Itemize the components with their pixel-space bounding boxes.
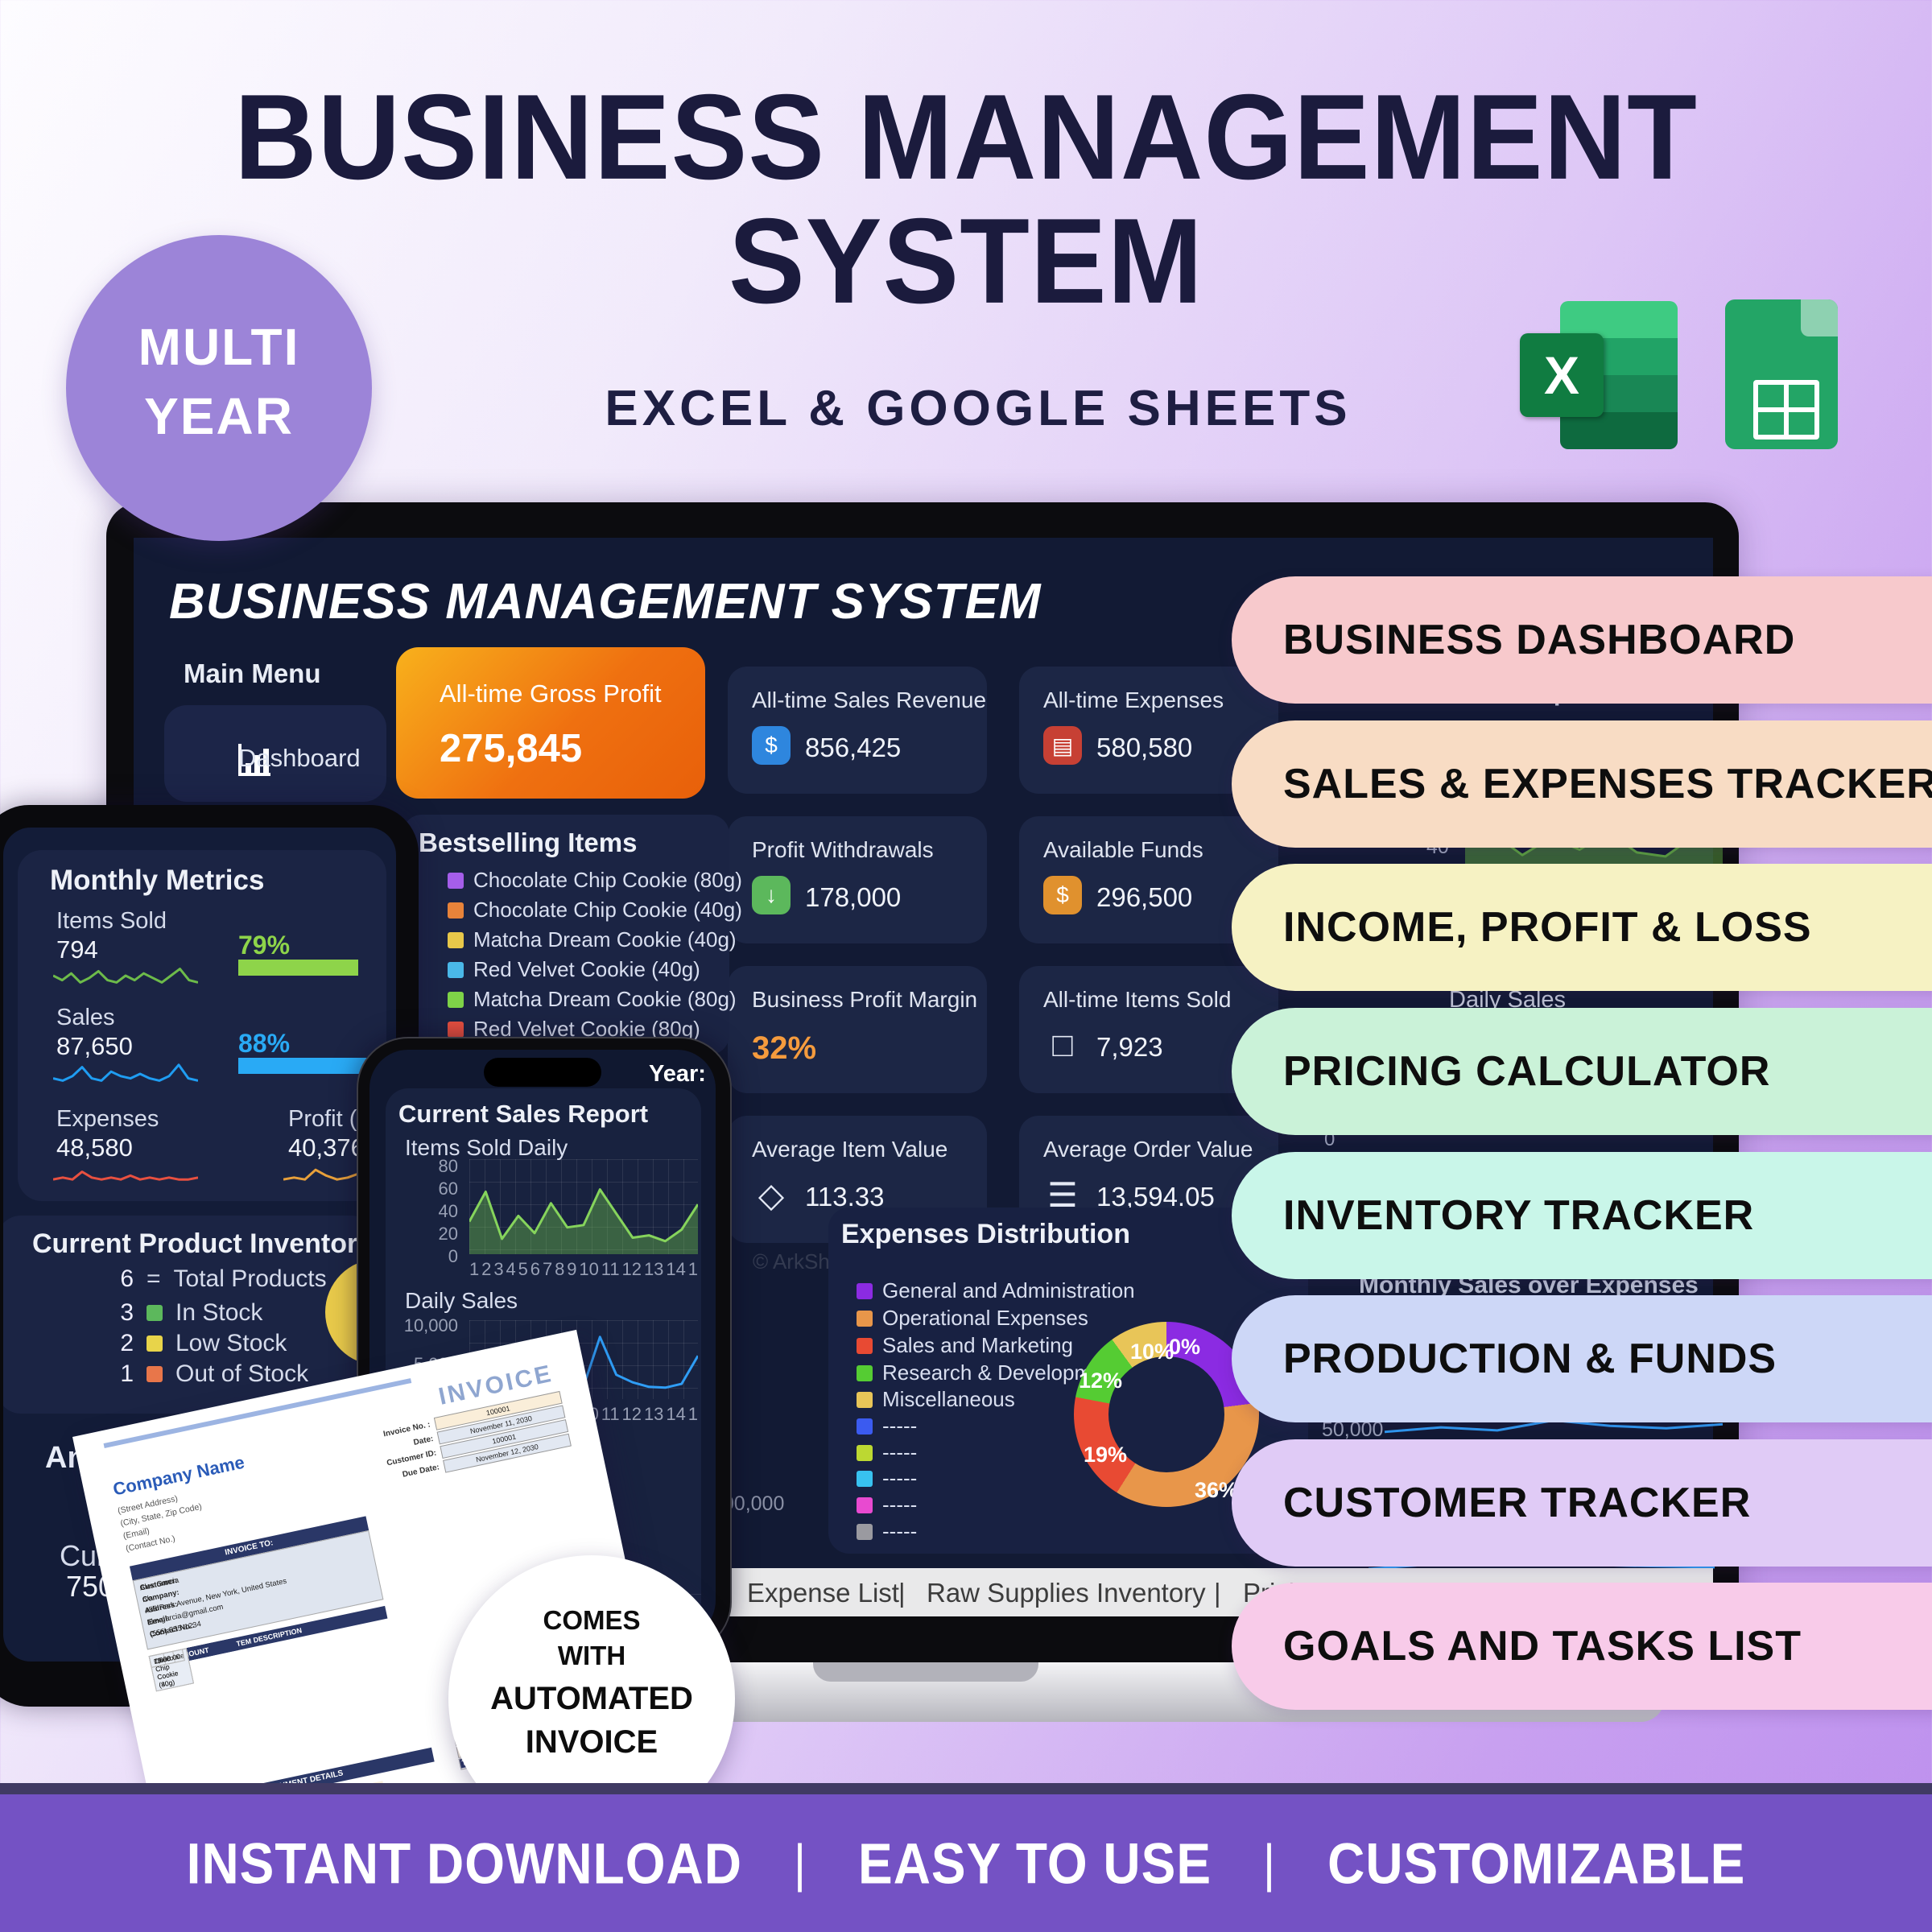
legend-swatch bbox=[448, 961, 464, 978]
page-title-line1: BUSINESS MANAGEMENT bbox=[234, 69, 1698, 205]
legend-swatch bbox=[857, 1310, 873, 1327]
google-sheets-grid-icon bbox=[1753, 380, 1819, 440]
legend-swatch bbox=[448, 1021, 464, 1038]
items-sold-daily-chart bbox=[468, 1159, 700, 1254]
inventory-title: Current Product Inventory bbox=[32, 1228, 374, 1259]
phone-notch bbox=[484, 1058, 601, 1087]
google-sheets-fold bbox=[1801, 299, 1838, 336]
pill-sales-expenses-tracker: SALES & EXPENSES TRACKER bbox=[1232, 720, 1932, 848]
donut-label-36: 36% bbox=[1195, 1478, 1239, 1502]
expenses-title: Expenses Distribution bbox=[841, 1219, 1130, 1249]
sales-pct: 88% bbox=[238, 1029, 291, 1058]
stock-swatch bbox=[147, 1366, 163, 1382]
legend-swatch bbox=[857, 1470, 873, 1487]
sheet-tab-raw-supplies[interactable]: Raw Supplies Inventory bbox=[927, 1578, 1206, 1608]
footer-separator: | bbox=[793, 1834, 807, 1893]
pill-pricing-calculator: PRICING CALCULATOR bbox=[1232, 1008, 1932, 1135]
pill-inventory-tracker: INVENTORY TRACKER bbox=[1232, 1152, 1932, 1279]
multi-year-line1: MULTI bbox=[138, 318, 300, 376]
items-sold-pct: 79% bbox=[238, 931, 291, 960]
multi-year-line2: YEAR bbox=[144, 387, 294, 445]
gross-profit-value: 275,845 bbox=[440, 727, 583, 770]
items-sold-sparkline bbox=[53, 968, 198, 984]
legend-swatch bbox=[857, 1282, 873, 1299]
footer-instant-download: INSTANT DOWNLOAD bbox=[186, 1831, 742, 1896]
donut-hole bbox=[1108, 1356, 1224, 1472]
pill-production-funds: PRODUCTION & FUNDS bbox=[1232, 1295, 1932, 1422]
metric-card-withdrawals: Profit Withdrawals ↓ 178,000 bbox=[728, 816, 987, 943]
money-bag-icon: $ bbox=[1043, 876, 1082, 914]
inventory-panel: Current Product Inventory 6=Total Produc… bbox=[3, 1216, 375, 1414]
pill-income-profit-loss: INCOME, PROFIT & LOSS bbox=[1232, 864, 1932, 991]
pill-customer-tracker: CUSTOMER TRACKER bbox=[1232, 1439, 1932, 1567]
multi-year-badge: MULTI YEAR bbox=[66, 235, 372, 541]
bestselling-panel: Bestselling Items Chocolate Chip Cookie … bbox=[402, 815, 742, 1055]
stock-swatch bbox=[147, 1335, 163, 1352]
page-subtitle: EXCEL & GOOGLE SHEETS bbox=[605, 381, 1352, 436]
monthly-metrics-panel: Monthly Metrics Items Sold 794 79% Sales… bbox=[18, 850, 386, 1201]
donut-label-10: 10% bbox=[1130, 1340, 1174, 1364]
legend-swatch bbox=[448, 991, 464, 1008]
legend-swatch bbox=[857, 1523, 873, 1540]
expenses-sparkline bbox=[53, 1170, 198, 1181]
gross-profit-card: All-time Gross Profit 275,845 bbox=[396, 647, 705, 799]
laptop-deck-lip bbox=[813, 1662, 1038, 1682]
sales-bar bbox=[238, 1058, 390, 1074]
donut-label-0: 0% bbox=[1169, 1335, 1201, 1359]
dashboard-title: BUSINESS MANAGEMENT SYSTEM bbox=[169, 574, 1042, 630]
receipt-icon: ☰ bbox=[1047, 1175, 1078, 1214]
price-tag-icon: ◇ bbox=[758, 1175, 785, 1214]
monthly-metrics-title: Monthly Metrics bbox=[50, 865, 265, 896]
excel-x-tile: X bbox=[1520, 333, 1604, 417]
main-menu-label: Main Menu bbox=[184, 658, 321, 688]
legend-swatch bbox=[857, 1364, 873, 1381]
tab-separator: | bbox=[1214, 1578, 1221, 1608]
metric-card-margin: Business Profit Margin 32% bbox=[728, 966, 987, 1093]
donut-label-12: 12% bbox=[1079, 1368, 1123, 1393]
legend-swatch bbox=[857, 1337, 873, 1354]
pill-goals-tasks-list: GOALS AND TASKS LIST bbox=[1232, 1583, 1932, 1710]
footer-separator: | bbox=[1263, 1834, 1277, 1893]
sidebar-item-label: Dashboard bbox=[238, 744, 361, 772]
legend-swatch bbox=[448, 931, 464, 948]
legend-swatch bbox=[448, 872, 464, 889]
footer-divider bbox=[0, 1783, 1932, 1794]
bar-chart-icon bbox=[238, 744, 270, 776]
sheet-tab-expense-list[interactable]: Expense List bbox=[747, 1578, 899, 1608]
sales-sparkline bbox=[53, 1063, 198, 1082]
legend-swatch bbox=[857, 1391, 873, 1408]
footer-easy-to-use: EASY TO USE bbox=[858, 1831, 1212, 1896]
legend-swatch bbox=[857, 1496, 873, 1513]
sidebar-item-dashboard[interactable]: Dashboard bbox=[164, 705, 386, 802]
legend-swatch bbox=[857, 1444, 873, 1461]
footer-customizable: CUSTOMIZABLE bbox=[1327, 1831, 1746, 1896]
pill-business-dashboard: BUSINESS DASHBOARD bbox=[1232, 576, 1932, 704]
legend-swatch bbox=[857, 1418, 873, 1435]
year-slicer-label[interactable]: Year: bbox=[649, 1061, 706, 1087]
gross-profit-label: All-time Gross Profit bbox=[440, 679, 662, 708]
wallet-icon: ▤ bbox=[1043, 726, 1082, 765]
page-title-line2: SYSTEM bbox=[729, 193, 1203, 329]
box-icon: □ bbox=[1052, 1026, 1073, 1063]
metric-card-sales-revenue: All-time Sales Revenue $ 856,425 bbox=[728, 667, 987, 794]
legend-swatch bbox=[448, 902, 464, 919]
phone-report-title: Current Sales Report bbox=[398, 1100, 649, 1128]
items-sold-bar bbox=[238, 960, 390, 976]
tab-separator: | bbox=[898, 1578, 906, 1608]
invoice-company: Company Name bbox=[111, 1451, 246, 1500]
stock-swatch bbox=[147, 1305, 163, 1321]
atm-withdrawal-icon: ↓ bbox=[752, 876, 791, 914]
money-growth-icon: $ bbox=[752, 726, 791, 765]
bestselling-title: Bestselling Items bbox=[419, 828, 638, 857]
footer-bar: INSTANT DOWNLOAD | EASY TO USE | CUSTOMI… bbox=[0, 1794, 1932, 1932]
donut-label-19: 19% bbox=[1084, 1443, 1128, 1467]
